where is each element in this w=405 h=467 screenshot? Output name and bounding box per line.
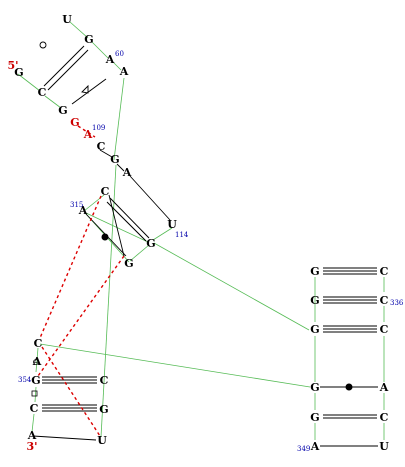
open-circle-symbol [33,359,39,365]
chain-link [116,163,125,172]
nucleotide-c336: C [380,294,389,307]
residue-number-349: 349 [297,445,310,453]
pair-symbols [31,41,353,397]
tertiary-link [37,255,125,377]
nucleotide-c_left2: C [101,185,110,198]
triangle-symbol [81,84,89,94]
residue-number-336: 336 [390,299,404,307]
residue-number-354: 354 [18,376,32,384]
nucleotide-u114: U [167,218,177,231]
base-pair-line [47,49,89,91]
nucleotide-g_low: G [124,257,133,270]
nucleotide-u_ll_bottom: U [97,434,107,447]
nucleotide-c_r5: C [380,411,389,424]
filled-circle-symbol [101,233,109,241]
base-pair-lines [42,45,377,419]
residue-number-114: 114 [175,231,189,239]
nucleotide-g_red: G [70,116,79,129]
backbone-segment [39,343,311,388]
backbone-segment [44,95,62,109]
nucleotide-u_top: U [62,13,72,26]
nucleotide-u_r6: U [379,440,389,453]
residue-numbers: 60 109 315 114 336 354 349 [18,50,404,453]
backbone-segment [112,61,122,71]
chain-link [129,175,171,221]
nucleotide-c_left: C [38,86,47,99]
nucleotide-c_chain: C [97,140,106,153]
nucleotide-a349: A [310,440,320,453]
nucleotide-c_r3: C [380,323,389,336]
tertiary-link [41,346,101,437]
nucleotide-g_center: G [146,237,155,250]
chain-link [32,435,97,441]
nucleotide-g_r3: G [310,323,319,336]
nucleotide-a_ll: A [32,355,42,368]
nucleotide-g_r1: G [310,265,319,278]
nucleotide-g354: G [31,374,40,387]
nucleotide-g_r2: G [310,294,319,307]
backbone-segment [17,73,41,92]
nucleotide-g60_pair: G [84,33,93,46]
nucleotide-c_ll_top: C [34,337,43,350]
residue-number-315: 315 [70,201,83,209]
nucleotide-a109: A [83,128,93,141]
backbone-segment [153,242,310,331]
nucleotide-a_top2: A [122,166,132,179]
residue-number-60: 60 [115,50,124,58]
backbone-segment [34,386,37,403]
backbone-segment [129,244,150,262]
five-prime-label: 5' [7,59,18,72]
base-pair-line [106,201,147,242]
chain-link [99,149,113,158]
nucleotide-g_mid: G [58,104,67,117]
base-pair-line [109,197,150,239]
backbone-segment [100,164,117,438]
nucleotide-g_left: G [14,66,23,79]
backbone-lines [17,21,385,440]
nucleotide-g_ll_r2: G [99,403,108,416]
nucleotide-a315: A [78,204,88,217]
chain-links [32,149,378,447]
nucleotide-a_ll_bottom: A [27,429,37,442]
nucleotide-c_ll_r1: C [100,374,109,387]
backbone-segment [91,41,109,59]
chain-link [108,194,125,257]
nucleotide-g_r5: G [310,411,319,424]
nucleotide-g_chain: G [110,153,119,166]
nucleotide-c_ll: C [30,402,39,415]
residue-number-109: 109 [92,124,105,132]
base-pair-line [43,45,85,87]
nucleotide-a60: A [105,53,115,66]
base-pair-line [71,78,107,105]
tertiary-links [37,125,125,437]
filled-circle-symbol [345,383,353,391]
backbone-segment [69,21,89,39]
backbone-segment [31,413,35,433]
nucleotide-a_r4: A [379,381,389,394]
nucleotide-a_right: A [119,65,129,78]
tertiary-link [39,195,102,339]
nucleotides: U G G A A C G G A C G A C A U G G G C G … [14,13,389,453]
nucleotide-g_r4: G [310,381,319,394]
backbone-segment [152,227,173,241]
backbone-segment [113,77,125,161]
square-symbol [31,390,38,397]
open-circle-symbol [39,41,47,49]
three-prime-label: 3' [26,440,37,453]
nucleotide-c_r1: C [380,265,389,278]
